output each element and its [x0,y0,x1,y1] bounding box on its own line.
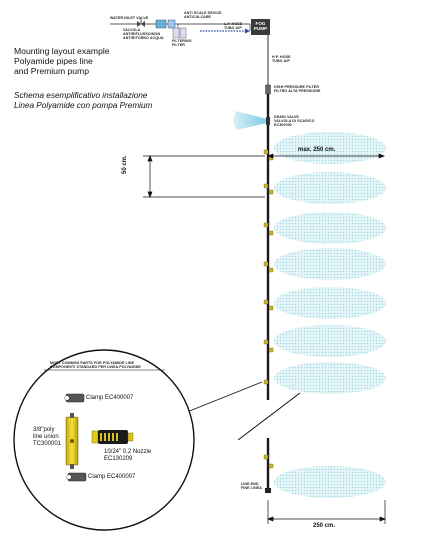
nozzle [263,454,269,460]
main-pipe [265,34,271,493]
union-label-line: 3/8"poly [33,427,55,433]
mist-cloud [274,362,386,394]
water-inlet-valve-icon [137,19,145,27]
line-end-cap [265,488,271,493]
nozzle-label-line: 10/24" 0.2 Nozzle [104,449,152,455]
nozzle [263,149,269,155]
mist-cloud [274,466,386,498]
mist-clouds [274,132,386,498]
drain-spray [233,111,267,130]
mist-cloud [274,172,386,204]
nozzle [263,339,269,345]
nozzle [268,189,274,195]
nozzle [268,230,274,236]
title-line: Mounting layout example [14,46,110,56]
lp-hose-label: L.P. HOSE TUBO A/P [224,22,242,30]
hp-filter-label-line: HIGH PRESSURE FILTER [274,85,320,89]
subtitle-line: Schema esemplificativo installazione [14,91,148,100]
line-end-label-line: FINE LINEA [241,486,262,491]
dimension-max-width [267,153,385,159]
nozzle [263,299,269,305]
title-line: and Premium pump [14,66,89,76]
drain-valve-label-line: DRAIN VALVE [274,115,299,119]
dimension-bottom-width [267,500,386,524]
hp-filter-icon [265,84,271,95]
bottom-width-label: 250 cm. [313,523,336,529]
filter-label-line: FILTERING [172,39,192,43]
anti-scale-device-icon [155,19,176,29]
page-subtitle: Schema esemplificativo installazione Lin… [14,91,204,111]
hp-filter-label: HIGH PRESSURE FILTER FILTRO ALTA PRESSIO… [274,85,321,93]
union-label: 3/8"poly line union TC300001 [33,427,61,448]
detail-header-line: COMPONENTI STANDARD PER LINEA POLYAMIDE [50,365,141,370]
mist-cloud [274,212,386,244]
detail-circle [13,349,195,531]
hp-filter-label-line: FILTRO ALTA PRESSIONE [274,89,321,94]
clamp-bottom-icon [66,472,87,482]
drain-valve-label-line: EC300000 [274,123,292,128]
lp-hose-label-line: TUBO A/P [224,26,242,31]
nozzle [263,222,269,228]
detail-header: MOST COMMON PARTS FOR POLYAMIDE LINE COM… [50,361,141,369]
detail-header-line: MOST COMMON PARTS FOR POLYAMIDE LINE [50,361,135,365]
union-label-line: TC300001 [33,441,62,447]
nozzle [268,267,274,273]
nozzle [263,261,269,267]
valve-label-line: VALVOLA [123,28,141,32]
valve-label: VALVOLA ANTIRIFLUSSO/NON ANTIRITORNO ACQ… [123,28,164,41]
hp-hose-label: H.P. HOSE TUBO A/P [272,55,291,63]
valve-label-line: ANTIRIFLUSSO/NON [123,32,161,37]
nozzle-detail-icon [91,430,134,444]
nozzle-label-line: EC130209 [104,456,133,462]
valve-label-line: ANTIRITORNO ACQUA [123,36,164,41]
nozzle-label: 10/24" 0.2 Nozzle EC130209 [104,449,151,463]
nozzle [263,183,269,189]
anti-scale-label: ANTI SCALE DEVICE ANTICALCARE [184,11,222,19]
anti-scale-label-line: ANTI SCALE DEVICE [184,11,222,15]
nozzles [263,149,274,469]
mist-cloud [274,248,386,280]
hp-hose-label-line: TUBO A/P [272,59,290,64]
dimension-spacing [143,155,265,198]
supply-line [110,19,251,39]
mist-cloud [274,325,386,357]
mist-cloud [274,287,386,319]
subtitle-line: Linea Polyamide con pompa Premium [14,101,153,110]
nozzle [268,463,274,469]
union-label-line: line union [33,434,59,440]
filter-label: FILTERING FILTER [172,39,192,47]
water-inlet-label: WATER INLET VALVE [110,16,149,20]
drain-valve [233,111,270,130]
lp-hose-label-line: L.P. HOSE [224,22,243,26]
clamp-top-label: Clamp EC400007 [86,395,134,401]
nozzle [263,379,269,385]
nozzle [268,347,274,353]
max-width-label: max. 250 cm. [298,147,336,153]
line-end-label-line: LINE END [241,482,259,486]
pump-label-1: FOG [255,21,266,26]
anti-scale-label-line: ANTICALCARE [184,15,212,20]
drain-valve-label: DRAIN VALVE VALVOLA DI SCARICO EC300000 [274,115,314,128]
clamp-bottom-label: Clamp EC400007 [88,474,136,480]
filtering-filter-icon [172,27,187,39]
title-line: Polyamide pipes line [14,56,93,66]
filter-label-line: FILTER [172,43,185,48]
spacing-label: 50 cm. [122,155,128,174]
hp-hose-label-line: H.P. HOSE [272,55,291,59]
nozzle [268,305,274,311]
line-end-label: LINE END FINE LINEA [241,482,262,490]
drain-valve-label-line: VALVOLA DI SCARICO [274,119,315,124]
poly-line-union-icon [65,413,79,469]
clamp-top-icon [64,393,85,403]
page-title: Mounting layout example Polyamide pipes … [14,46,184,76]
break-line [237,392,301,441]
pump-label-2: PUMP [253,26,268,32]
fog-pump: FOG PUMP [251,19,270,35]
